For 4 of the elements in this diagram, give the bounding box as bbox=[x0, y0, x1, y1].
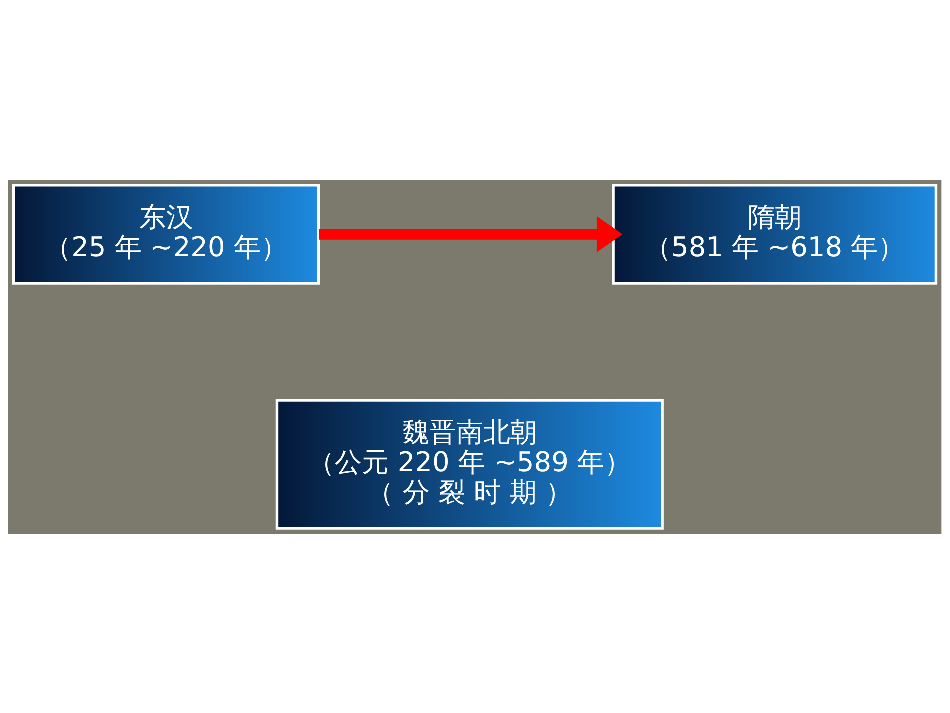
node-box: 魏晋南北朝 （公元 220 年 ~589 年） （ 分 裂 时 期 ） bbox=[276, 398, 664, 530]
arrow bbox=[319, 216, 623, 252]
node-box: 隋朝 （581 年 ~618 年） bbox=[612, 184, 938, 284]
node-box: 东汉 （25 年 ~220 年） bbox=[12, 184, 320, 284]
